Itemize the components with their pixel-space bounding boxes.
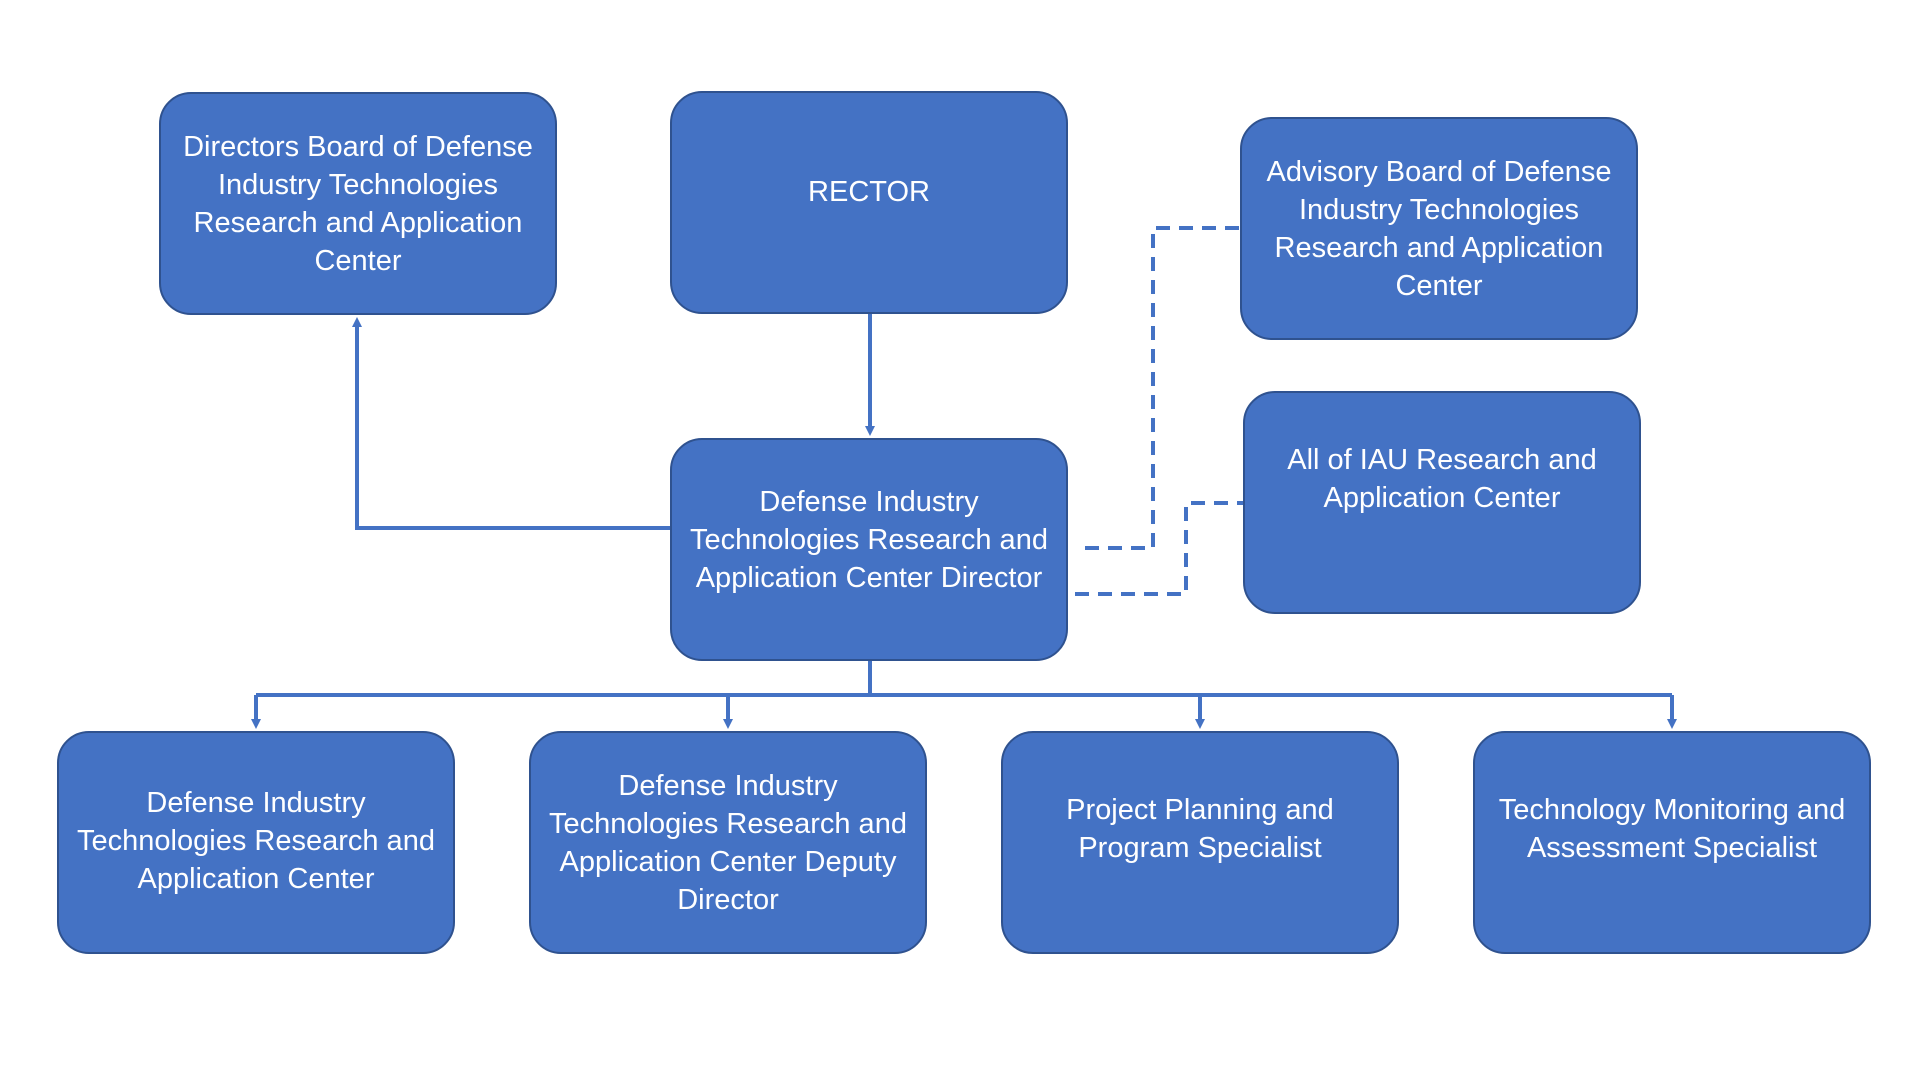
node-monitoring-specialist: Technology Monitoring and Assessment Spe… [1473,731,1871,954]
node-deputy-director: Defense Industry Technologies Research a… [529,731,927,954]
node-deputy-director-label: Defense Industry Technologies Research a… [549,769,907,916]
node-rector-label: RECTOR [808,175,930,208]
node-iau-centers-label: All of IAU Research and Application Cent… [1287,443,1597,514]
node-planning-specialist: Project Planning and Program Specialist [1001,731,1399,954]
node-center-director-label: Defense Industry Technologies Research a… [690,485,1048,594]
edge-director-to-advisory-board [1085,226,1240,550]
node-rector: RECTOR [670,91,1068,314]
node-advisory-board-label: Advisory Board of Defense Industry Techn… [1266,155,1612,302]
node-directors-board-label: Directors Board of Defense Industry Tech… [183,130,533,277]
node-center: Defense Industry Technologies Research a… [57,731,455,954]
node-center-label: Defense Industry Technologies Research a… [77,786,435,895]
node-monitoring-specialist-label: Technology Monitoring and Assessment Spe… [1498,793,1846,864]
node-directors-board: Directors Board of Defense Industry Tech… [159,92,557,315]
node-iau-centers: All of IAU Research and Application Cent… [1243,391,1641,614]
node-center-director: Defense Industry Technologies Research a… [670,438,1068,661]
edge-director-to-iau-centers [1075,501,1243,596]
node-advisory-board: Advisory Board of Defense Industry Techn… [1240,117,1638,340]
node-planning-specialist-label: Project Planning and Program Specialist [1066,793,1334,864]
edge-director-to-directors-board [352,317,670,530]
